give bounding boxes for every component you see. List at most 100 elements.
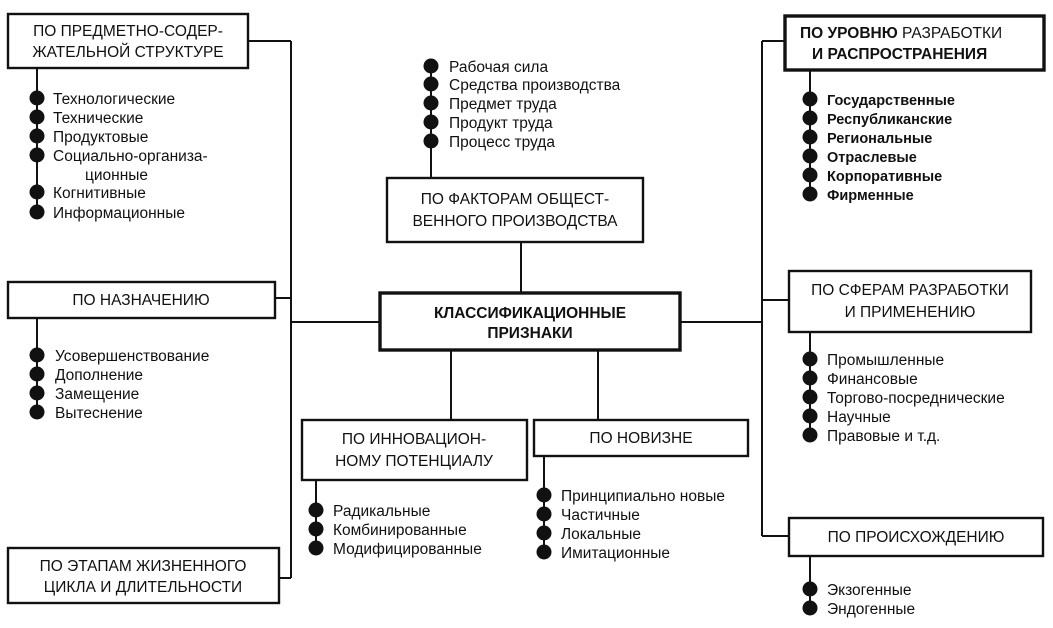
bullet-dot: [29, 204, 45, 220]
lifecycle-title-line1: ПО ЭТАПАМ ЖИЗНЕННОГО: [40, 558, 247, 575]
list-item-continuation: ционные: [85, 167, 148, 184]
bullet-dot: [536, 525, 552, 541]
bullet-dot: [802, 110, 818, 126]
origin-title: ПО ПРОИСХОЖДЕНИЮ: [828, 529, 1005, 546]
potential-title-line2: НОМУ ПОТЕНЦИАЛУ: [335, 453, 493, 470]
list-item: Продукт труда: [449, 115, 553, 132]
list-item: Предмет труда: [449, 96, 557, 113]
bullet-dot: [536, 544, 552, 560]
bullet-dot: [802, 389, 818, 405]
list-item: Когнитивные: [53, 185, 146, 202]
factors-items: Рабочая сила Средства производства Предм…: [423, 58, 621, 151]
list-item: Усовершенствование: [55, 348, 209, 365]
list-item: Имитационные: [561, 545, 670, 562]
list-item: Корпоративные: [827, 169, 942, 185]
list-item: Модифицированные: [333, 541, 482, 558]
bullet-dot: [29, 184, 45, 200]
bullet-dot: [536, 506, 552, 522]
bullet-dot: [802, 186, 818, 202]
bullet-dot: [802, 408, 818, 424]
bullet-dot: [423, 95, 439, 111]
center-title-line1: КЛАССИФИКАЦИОННЫЕ: [434, 305, 626, 322]
list-item: Промышленные: [827, 352, 944, 369]
level-box: ПО УРОВНЮ РАЗРАБОТКИ И РАСПРОСТРАНЕНИЯ: [783, 14, 1046, 72]
potential-title-line1: ПО ИННОВАЦИОН-: [342, 431, 486, 448]
purpose-items: Усовершенствование Дополнение Замещение …: [29, 347, 209, 422]
bullet-dot: [423, 133, 439, 149]
structure-title-line2: ЖАТЕЛЬНОЙ СТРУКТУРЕ: [32, 43, 223, 61]
bullet-dot: [802, 167, 818, 183]
bullet-dot: [802, 581, 818, 597]
level-items: Государственные Республиканские Регионал…: [802, 91, 955, 204]
level-title-rest: РАЗРАБОТКИ: [898, 25, 1002, 42]
purpose-box: ПО НАЗНАЧЕНИЮ: [6, 280, 277, 320]
spheres-title-line2: И ПРИМЕНЕНИЮ: [845, 304, 976, 321]
list-item: Научные: [827, 409, 891, 426]
bullet-dot: [423, 76, 439, 92]
list-item: Замещение: [55, 386, 139, 403]
potential-items: Радикальные Комбинированные Модифицирова…: [308, 502, 482, 558]
bullet-dot: [29, 347, 45, 363]
list-item: Государственные: [827, 93, 955, 109]
list-item: Локальные: [561, 526, 641, 543]
list-item: Средства производства: [449, 77, 621, 94]
list-item: Фирменные: [827, 188, 914, 204]
origin-box: ПО ПРОИСХОЖДЕНИЮ: [787, 516, 1045, 558]
bullet-dot: [29, 90, 45, 106]
list-item: Комбинированные: [333, 522, 467, 539]
bullet-dot: [29, 385, 45, 401]
list-item: Технологические: [53, 91, 175, 108]
origin-items: Экзогенные Эндогенные: [802, 581, 915, 618]
bullet-dot: [29, 147, 45, 163]
bullet-dot: [308, 521, 324, 537]
list-item: Информационные: [53, 205, 185, 222]
bullet-dot: [536, 487, 552, 503]
list-item: Продуктовые: [53, 129, 148, 146]
bullet-dot: [29, 366, 45, 382]
list-item: Республиканские: [827, 112, 952, 128]
bullet-dot: [29, 404, 45, 420]
structure-items: Технологические Технические Продуктовые …: [29, 90, 208, 222]
list-item: Принципиально новые: [561, 488, 725, 505]
list-item: Рабочая сила: [449, 59, 548, 76]
structure-title-line1: ПО ПРЕДМЕТНО-СОДЕР-: [33, 23, 223, 40]
potential-box: ПО ИННОВАЦИОН- НОМУ ПОТЕНЦИАЛУ: [300, 418, 529, 482]
list-item: Отраслевые: [827, 150, 917, 166]
novelty-items: Принципиально новые Частичные Локальные …: [536, 487, 725, 562]
level-title-line1: ПО УРОВНЮ РАЗРАБОТКИ: [800, 25, 1002, 42]
spheres-items: Промышленные Финансовые Торгово-посредни…: [802, 351, 1005, 445]
list-item: Технические: [53, 110, 143, 127]
lifecycle-box: ПО ЭТАПАМ ЖИЗНЕННОГО ЦИКЛА И ДЛИТЕЛЬНОСТ…: [6, 546, 281, 605]
list-item: Торгово-посреднические: [827, 390, 1005, 407]
center-classification-box: КЛАССИФИКАЦИОННЫЕ ПРИЗНАКИ: [378, 291, 682, 352]
bullet-dot: [802, 427, 818, 443]
level-title-bold-part: ПО УРОВНЮ: [800, 25, 898, 42]
spheres-title-line1: ПО СФЕРАМ РАЗРАБОТКИ: [811, 282, 1009, 299]
list-item: Финансовые: [827, 371, 918, 388]
bullet-dot: [308, 540, 324, 556]
factors-box: ПО ФАКТОРАМ ОБЩЕСТ- ВЕННОГО ПРОИЗВОДСТВА: [385, 176, 645, 244]
bullet-dot: [802, 148, 818, 164]
list-item: Процесс труда: [449, 134, 555, 151]
list-item: Правовые и т.д.: [827, 428, 940, 445]
lifecycle-title-line2: ЦИКЛА И ДЛИТЕЛЬНОСТИ: [44, 579, 242, 596]
bullet-dot: [802, 129, 818, 145]
novelty-box: ПО НОВИЗНЕ: [532, 418, 750, 458]
bullet-dot: [802, 91, 818, 107]
list-item: Региональные: [827, 131, 932, 147]
list-item: Эндогенные: [827, 601, 915, 618]
center-title-line2: ПРИЗНАКИ: [487, 325, 572, 342]
structure-box: ПО ПРЕДМЕТНО-СОДЕР- ЖАТЕЛЬНОЙ СТРУКТУРЕ: [6, 12, 250, 70]
bullet-dot: [308, 502, 324, 518]
list-item: Экзогенные: [827, 582, 911, 599]
bullet-dot: [29, 109, 45, 125]
list-item: Радикальные: [333, 503, 430, 520]
bullet-dot: [29, 128, 45, 144]
level-title-line2: И РАСПРОСТРАНЕНИЯ: [812, 46, 987, 63]
factors-title-line2: ВЕННОГО ПРОИЗВОДСТВА: [412, 213, 618, 230]
bullet-dot: [423, 58, 439, 74]
list-item: Социально-организа-: [53, 148, 208, 165]
bullet-dot: [802, 351, 818, 367]
factors-title-line1: ПО ФАКТОРАМ ОБЩЕСТ-: [421, 191, 609, 208]
